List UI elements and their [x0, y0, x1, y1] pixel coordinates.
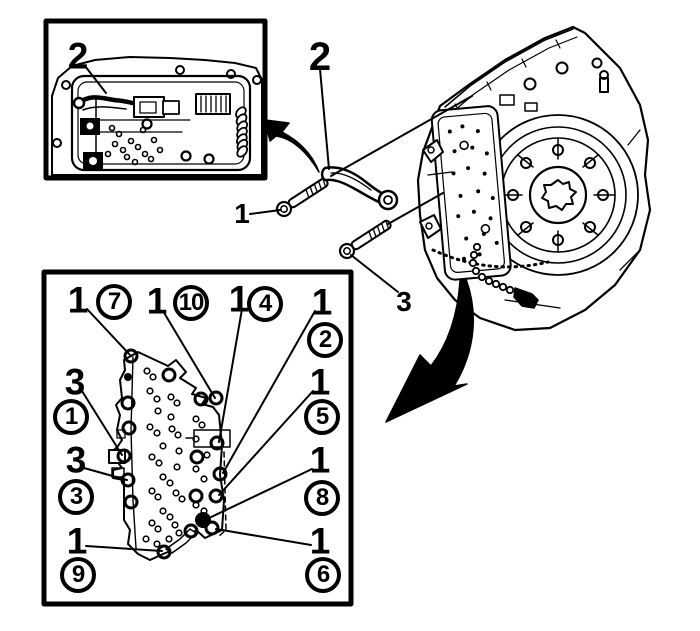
box-callout-plain: 1 [311, 281, 333, 323]
bolt-callout-3: 3 [396, 286, 412, 317]
scene-leader-lines [249, 68, 473, 293]
box-callout-plain: 1 [309, 439, 331, 481]
box-callout-circled: 5 [304, 399, 340, 435]
bolt-1-art [275, 177, 329, 218]
box-callout-plain: 1 [66, 520, 88, 562]
bottom-box-art [41, 269, 354, 607]
bolt-callout-1: 1 [234, 198, 250, 229]
inset-callout-2: 2 [67, 35, 89, 77]
transmission-art [416, 25, 652, 332]
box-callout-circled: 3 [58, 479, 94, 515]
box-callout-plain: 1 [146, 280, 168, 322]
box-callout-plain: 3 [64, 361, 86, 403]
bottom-box-leader-lines [81, 308, 316, 552]
box-callout-circled: 6 [305, 557, 341, 593]
box-callout-circled: 2 [307, 322, 343, 358]
box-callout-plain: 3 [65, 439, 87, 481]
tube-callout-2: 2 [308, 35, 332, 79]
box-callout-circled: 1 [53, 399, 89, 435]
box-callout-circled: 8 [304, 480, 340, 516]
inset-pointer-arrow [264, 119, 320, 173]
bolt-3-art [338, 219, 392, 260]
detail-pointer-arrow [385, 278, 474, 423]
box-callout-circled: 7 [96, 284, 132, 320]
box-callout-circled: 10 [173, 285, 209, 321]
box-callout-circled: 4 [247, 286, 283, 322]
inset-box-art [43, 18, 268, 181]
box-callout-circled: 9 [60, 557, 96, 593]
box-callout-plain: 1 [309, 520, 331, 562]
inset-leader-line [84, 65, 107, 94]
tube-art [320, 166, 399, 211]
box-callout-plain: 1 [67, 279, 89, 321]
box-callout-plain: 1 [228, 278, 250, 320]
box-callout-plain: 1 [309, 361, 331, 403]
